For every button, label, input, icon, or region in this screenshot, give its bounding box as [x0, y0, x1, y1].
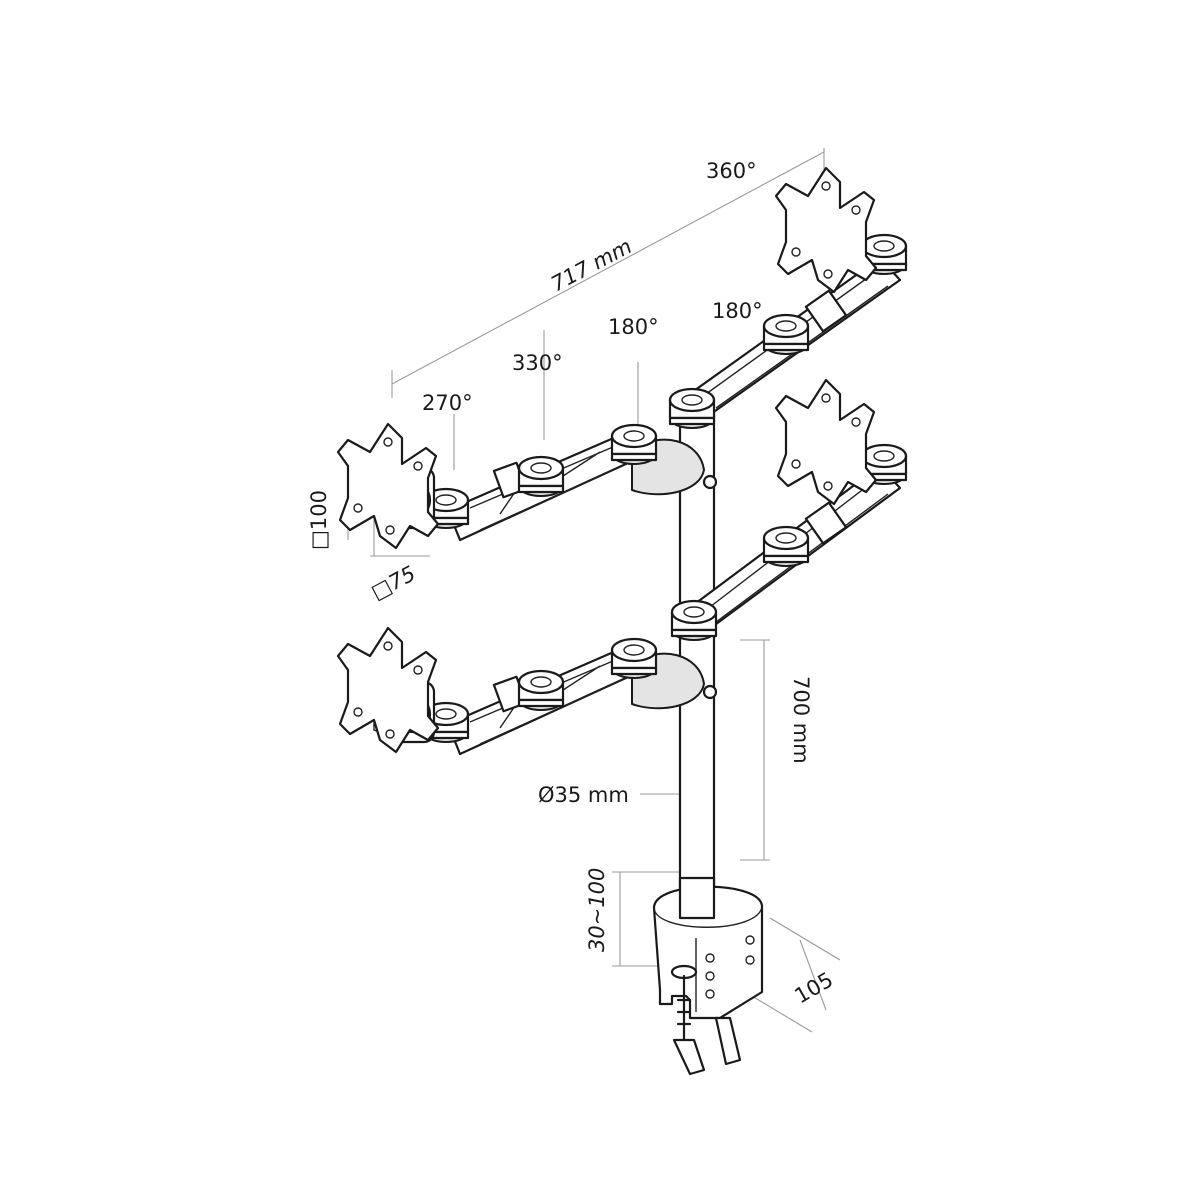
desk-clamp — [652, 876, 764, 1076]
label-rotation-arm-left: 180° — [608, 315, 659, 339]
label-clamp-range: 30~100 — [585, 868, 609, 952]
arm-upper-right — [668, 166, 908, 430]
label-total-width: 717 mm — [547, 234, 636, 296]
label-rotation-mid-joint: 330° — [512, 351, 563, 375]
label-clamp-depth: 105 — [791, 967, 838, 1008]
label-rotation-arm-right: 180° — [712, 299, 763, 323]
label-rotation-plate-left: 270° — [422, 391, 473, 415]
label-pole-height: 700 mm — [789, 676, 813, 764]
dimension-lines — [347, 148, 841, 1033]
label-vesa-75: □75 — [367, 561, 419, 604]
label-pole-diameter: Ø35 mm — [538, 783, 629, 807]
label-rotation-top-plate: 360° — [706, 159, 757, 183]
arm-upper-left — [336, 422, 718, 550]
arm-lower-left — [336, 626, 718, 756]
arm-middle-right — [670, 378, 908, 642]
label-vesa-100: □100 — [307, 490, 331, 550]
